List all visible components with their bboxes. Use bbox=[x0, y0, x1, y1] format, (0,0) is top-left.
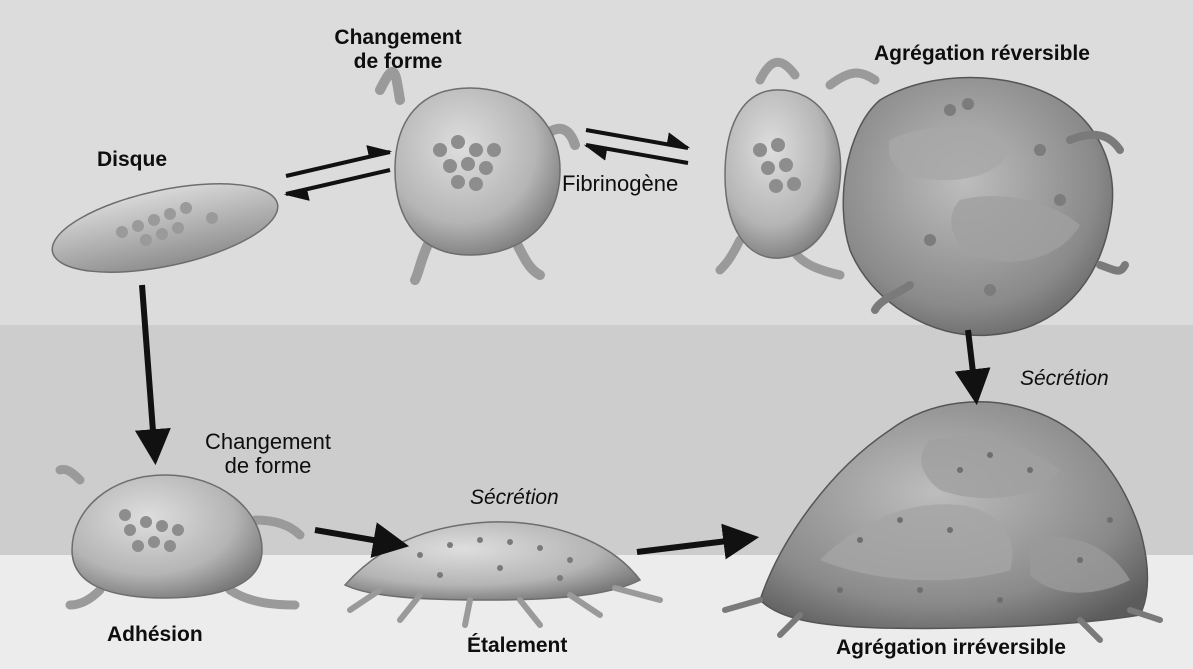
label-secretion-right: Sécrétion bbox=[1020, 367, 1109, 391]
label-agregation-reversible: Agrégation réversible bbox=[874, 42, 1090, 66]
label-changement-top-line1: Changement bbox=[308, 26, 488, 50]
label-changement-bottom-line2: de forme bbox=[178, 454, 358, 478]
label-changement-de-forme-bottom: Changement de forme bbox=[178, 430, 358, 478]
label-secretion-middle: Sécrétion bbox=[470, 486, 559, 510]
label-disque: Disque bbox=[97, 148, 167, 172]
label-changement-bottom-line1: Changement bbox=[178, 430, 358, 454]
label-fibrinogene: Fibrinogène bbox=[562, 172, 678, 196]
label-adhesion: Adhésion bbox=[107, 623, 203, 647]
label-changement-de-forme-top: Changement de forme bbox=[308, 26, 488, 74]
label-agregation-irreversible: Agrégation irréversible bbox=[836, 636, 1066, 660]
label-etalement: Étalement bbox=[467, 634, 567, 658]
label-changement-top-line2: de forme bbox=[308, 50, 488, 74]
